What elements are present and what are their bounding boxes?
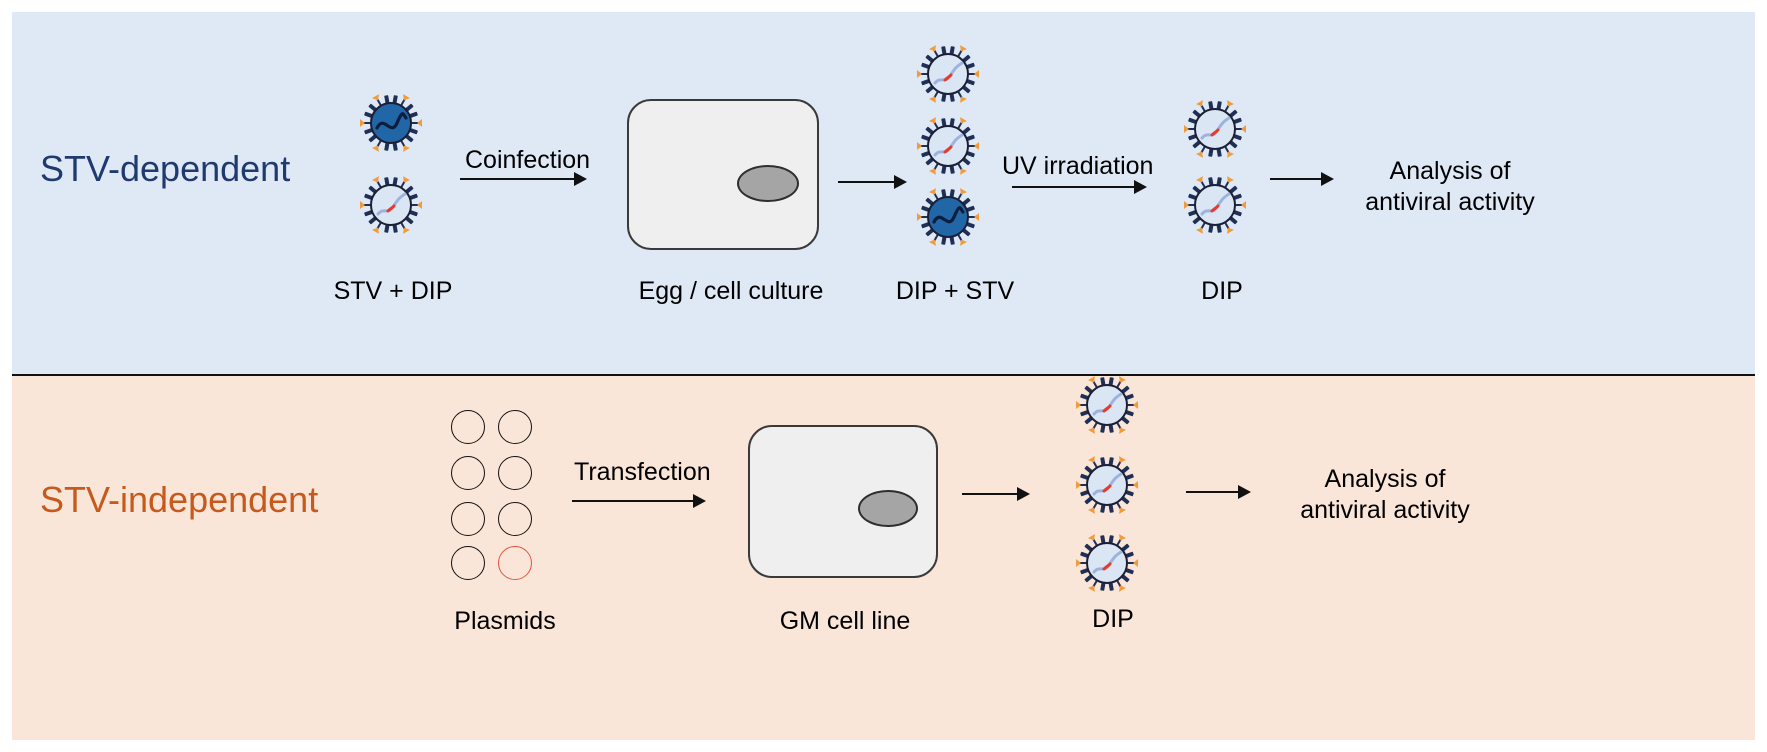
plasmid-icon xyxy=(498,410,532,444)
coinfection-arrow xyxy=(460,172,587,186)
analysis-arrow-bottom xyxy=(1186,485,1251,499)
dip-icon xyxy=(1184,176,1246,234)
dip-icon xyxy=(1076,456,1138,514)
transfection-label: Transfection xyxy=(574,458,711,486)
stv-icon xyxy=(360,94,422,152)
analysis-line-2: antiviral activity xyxy=(1365,188,1535,216)
stv-independent-title: STV-independent xyxy=(40,479,319,520)
stv-dependent-panel xyxy=(12,12,1755,374)
dip-icon xyxy=(917,117,979,175)
plasmid-icon xyxy=(451,546,485,580)
dip-stv-label: DIP + STV xyxy=(895,277,1015,305)
plasmid-icon xyxy=(451,410,485,444)
plasmid-icon xyxy=(498,502,532,536)
dip-label: DIP xyxy=(1201,277,1243,305)
cell-line-output-arrow xyxy=(962,487,1030,501)
stv-dip-label: STV + DIP xyxy=(333,277,453,305)
dip-icon xyxy=(917,45,979,103)
uv-irradiation-arrow xyxy=(1012,180,1147,194)
plasmids-label: Plasmids xyxy=(454,607,556,635)
plasmid-icon xyxy=(498,546,532,580)
stv-icon xyxy=(917,188,979,246)
panel-divider xyxy=(12,374,1755,376)
nucleus-icon xyxy=(737,165,799,202)
uv-irradiation-label: UV irradiation xyxy=(1002,152,1154,180)
dip-icon xyxy=(1076,376,1138,434)
dip-icon xyxy=(1076,534,1138,592)
analysis-line-1: Analysis of xyxy=(1324,465,1446,493)
coinfection-label: Coinfection xyxy=(465,146,591,174)
plasmid-icon xyxy=(451,456,485,490)
plasmid-icon xyxy=(498,456,532,490)
analysis-line-1: Analysis of xyxy=(1389,157,1511,185)
dip-icon xyxy=(1184,100,1246,158)
egg-cell-culture-cell-icon xyxy=(627,99,819,250)
gm-cell-line-cell-icon xyxy=(748,425,938,578)
stv-dependent-title: STV-dependent xyxy=(40,148,291,189)
gm-cell-line-label: GM cell line xyxy=(779,607,911,635)
nucleus-icon xyxy=(858,490,918,527)
transfection-arrow xyxy=(572,494,706,508)
dip-output-label: DIP xyxy=(1092,605,1134,633)
culture-output-arrow xyxy=(838,175,907,189)
analysis-label: Analysis of antiviral activity xyxy=(1365,156,1535,218)
analysis-arrow xyxy=(1270,172,1334,186)
plasmid-icon xyxy=(451,502,485,536)
analysis-line-2: antiviral activity xyxy=(1300,496,1470,524)
egg-cell-culture-label: Egg / cell culture xyxy=(638,277,824,305)
analysis-label-bottom: Analysis of antiviral activity xyxy=(1300,464,1470,526)
dip-icon xyxy=(360,176,422,234)
